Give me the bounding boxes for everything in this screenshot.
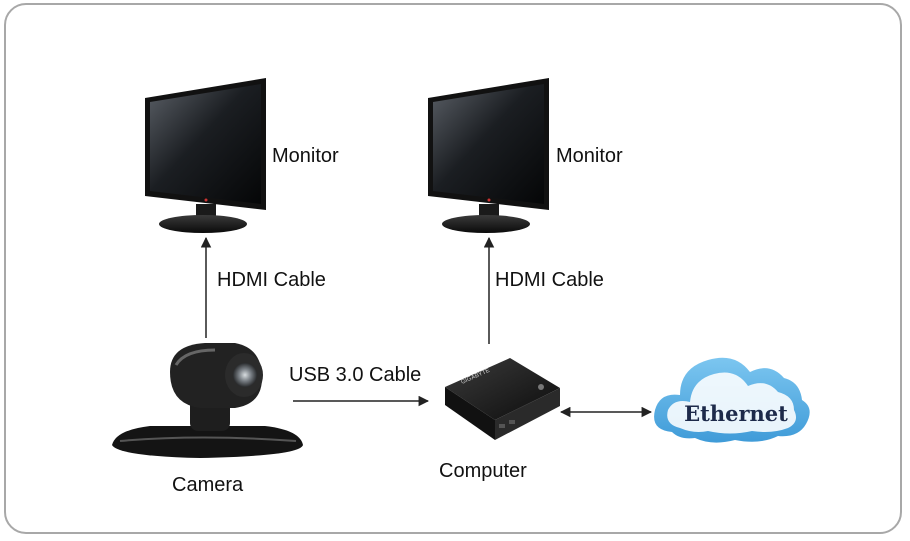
camera-icon [112, 343, 303, 458]
monitor-right-label: Monitor [556, 145, 623, 167]
hdmi-cable-left-label: HDMI Cable [217, 269, 326, 291]
camera-label: Camera [172, 474, 244, 496]
usb-cable-label: USB 3.0 Cable [289, 364, 422, 386]
monitor-left-icon [145, 78, 266, 233]
monitor-left-label: Monitor [272, 145, 339, 167]
ethernet-cloud-icon: Ethernet [654, 357, 810, 443]
computer-icon: GIGABYTE [445, 358, 560, 440]
hdmi-cable-right-label: HDMI Cable [495, 269, 604, 291]
computer-label: Computer [439, 460, 527, 482]
ethernet-label: Ethernet [684, 401, 788, 426]
monitor-right-icon [428, 78, 549, 233]
